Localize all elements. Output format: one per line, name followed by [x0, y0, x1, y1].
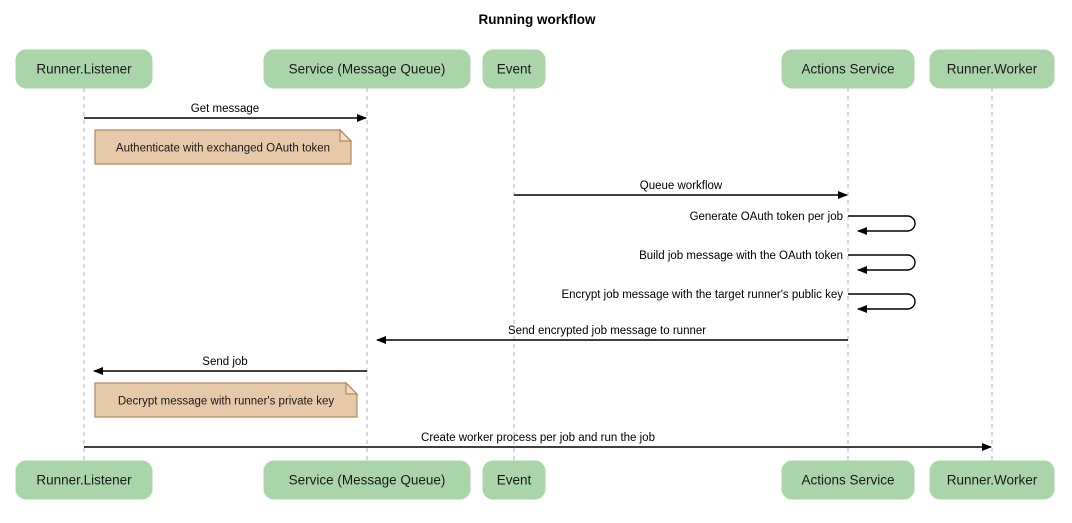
participant-label: Event	[497, 473, 532, 488]
message-label: Build job message with the OAuth token	[639, 250, 843, 262]
participant-label: Service (Message Queue)	[289, 473, 446, 488]
participant-service-message-queue-top[interactable]: Service (Message Queue)	[263, 49, 471, 89]
participant-label: Event	[497, 62, 532, 77]
participant-label: Runner.Worker	[947, 62, 1038, 77]
participant-box	[15, 460, 153, 500]
participant-runner-worker-top[interactable]: Runner.Worker	[929, 49, 1055, 89]
participant-box	[929, 460, 1055, 500]
message-send-encrypted-job-message-to-runner[interactable]: Send encrypted job message to runner	[376, 325, 848, 344]
note-fold-corner-icon	[345, 381, 359, 395]
note-label: Decrypt message with runner's private ke…	[118, 396, 335, 408]
note-fold-corner-icon	[339, 128, 353, 142]
message-label: Encrypt job message with the target runn…	[561, 289, 843, 301]
participant-label: Runner.Listener	[36, 473, 132, 488]
message-label: Create worker process per job and run th…	[421, 432, 655, 444]
participant-box	[929, 49, 1055, 89]
message-create-worker-process-per-job-and-run-the-job[interactable]: Create worker process per job and run th…	[84, 432, 992, 451]
note-decrypt-message-with-runners-private-key[interactable]: Decrypt message with runner's private ke…	[94, 381, 359, 418]
message-label: Queue workflow	[640, 180, 723, 192]
participant-label: Runner.Listener	[36, 62, 132, 77]
self-loop-arrow	[848, 215, 916, 235]
message-generate-oauth-token-per-job[interactable]: Generate OAuth token per job	[690, 211, 916, 235]
note-label: Authenticate with exchanged OAuth token	[116, 143, 330, 155]
self-loop-arrow	[848, 293, 916, 313]
note-body	[94, 129, 352, 165]
note-body	[94, 382, 358, 418]
participant-event-top[interactable]: Event	[482, 49, 546, 89]
lifelines	[83, 88, 993, 461]
message-label: Send encrypted job message to runner	[508, 325, 706, 337]
message-send-job[interactable]: Send job	[93, 356, 367, 375]
note-authenticate-with-exchanged-oauth-token[interactable]: Authenticate with exchanged OAuth token	[94, 128, 353, 165]
participant-footers: Runner.Listener Service (Message Queue) Ev…	[15, 460, 1055, 500]
message-label: Generate OAuth token per job	[690, 211, 843, 223]
participant-label: Actions Service	[801, 473, 894, 488]
participant-actions-service-top[interactable]: Actions Service	[781, 49, 915, 89]
participant-box	[781, 460, 915, 500]
participant-box	[263, 49, 471, 89]
participant-box	[482, 460, 546, 500]
participant-label: Service (Message Queue)	[289, 62, 446, 77]
participant-runner-listener-bottom[interactable]: Runner.Listener	[15, 460, 153, 500]
participant-box	[15, 49, 153, 89]
self-loop-arrow	[848, 254, 916, 274]
participant-box	[781, 49, 915, 89]
message-build-job-message-with-the-oauth-token[interactable]: Build job message with the OAuth token	[639, 250, 916, 274]
participant-label: Runner.Worker	[947, 473, 1038, 488]
participant-box	[482, 49, 546, 89]
message-queue-workflow[interactable]: Queue workflow	[514, 180, 848, 199]
participant-service-message-queue-bottom[interactable]: Service (Message Queue)	[263, 460, 471, 500]
participant-runner-worker-bottom[interactable]: Runner.Worker	[929, 460, 1055, 500]
message-encrypt-job-message-with-the-target-runners-public-key[interactable]: Encrypt job message with the target runn…	[561, 289, 916, 313]
page-title: Running workflow	[479, 12, 596, 27]
notes: Authenticate with exchanged OAuth tokenD…	[94, 128, 359, 418]
participant-event-bottom[interactable]: Event	[482, 460, 546, 500]
participant-box	[263, 460, 471, 500]
message-label: Send job	[202, 356, 247, 368]
message-label: Get message	[191, 103, 259, 115]
participant-label: Actions Service	[801, 62, 894, 77]
participant-headers: Runner.Listener Service (Message Queue) Ev…	[15, 49, 1055, 89]
participant-actions-service-bottom[interactable]: Actions Service	[781, 460, 915, 500]
message-get-message[interactable]: Get message	[84, 103, 367, 122]
participant-runner-listener-top[interactable]: Runner.Listener	[15, 49, 153, 89]
